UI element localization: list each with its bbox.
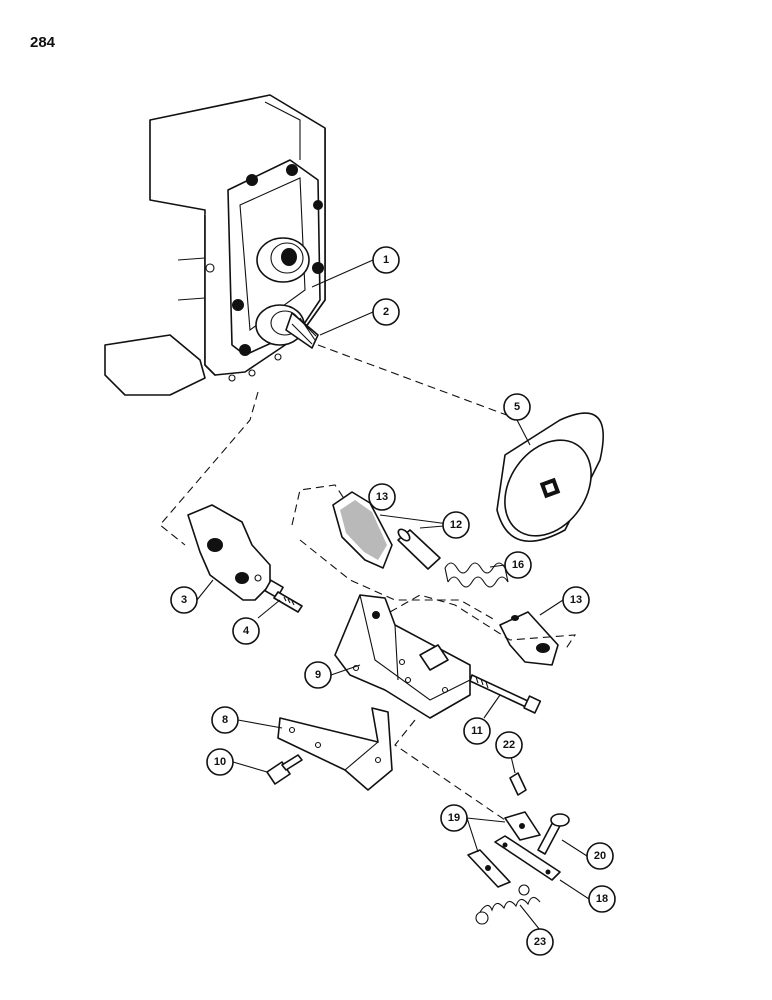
svg-text:1: 1 <box>383 254 389 266</box>
svg-text:4: 4 <box>243 625 250 637</box>
svg-text:3: 3 <box>181 594 187 606</box>
plate-19-lower <box>467 849 511 888</box>
svg-text:22: 22 <box>503 739 515 751</box>
callout-5: 5 <box>503 393 531 421</box>
svg-text:10: 10 <box>214 756 226 768</box>
svg-text:23: 23 <box>534 936 546 948</box>
angle-bracket <box>277 707 393 791</box>
brake-shoe-lower <box>499 611 559 666</box>
brake-shoe-upper <box>332 491 393 569</box>
plate-18 <box>494 835 561 881</box>
svg-text:12: 12 <box>450 519 462 531</box>
callout-20: 20 <box>586 842 614 870</box>
mounting-bracket <box>187 504 271 601</box>
brake-disc <box>496 412 604 542</box>
bolt-10 <box>266 754 303 785</box>
callout-23: 23 <box>526 928 554 956</box>
callout-13-lower: 13 <box>562 586 590 614</box>
long-bolt <box>469 674 542 714</box>
callout-12: 12 <box>442 511 470 539</box>
callout-1: 1 <box>372 246 400 274</box>
callout-4: 4 <box>232 617 260 645</box>
svg-text:11: 11 <box>471 725 483 737</box>
plate-19-upper <box>504 811 541 841</box>
pin <box>397 528 441 570</box>
assembly-lines <box>159 344 577 821</box>
callout-9: 9 <box>304 661 332 689</box>
callout-13-upper: 13 <box>368 483 396 511</box>
callout-2: 2 <box>372 298 400 326</box>
svg-text:18: 18 <box>596 893 608 905</box>
svg-text:9: 9 <box>315 669 321 681</box>
screw-20 <box>537 813 570 855</box>
callout-8: 8 <box>211 706 239 734</box>
svg-text:20: 20 <box>594 850 606 862</box>
page-number: 284 <box>30 34 56 51</box>
svg-text:16: 16 <box>512 559 524 571</box>
svg-text:13: 13 <box>376 491 388 503</box>
svg-text:2: 2 <box>383 306 389 318</box>
svg-text:5: 5 <box>514 401 520 413</box>
callout-16: 16 <box>504 551 532 579</box>
callout-3: 3 <box>170 586 198 614</box>
callout-19: 19 <box>440 804 468 832</box>
callouts: 1 2 3 4 5 8 9 10 <box>170 246 616 956</box>
svg-text:13: 13 <box>570 594 582 606</box>
callout-10: 10 <box>206 748 234 776</box>
compression-spring <box>444 562 509 588</box>
small-pin-22 <box>509 772 527 796</box>
support-bracket <box>334 594 471 719</box>
svg-text:19: 19 <box>448 812 460 824</box>
callout-22: 22 <box>495 731 523 759</box>
svg-text:8: 8 <box>222 714 228 726</box>
callout-18: 18 <box>588 885 616 913</box>
tension-spring <box>475 884 541 925</box>
callout-11: 11 <box>463 717 491 745</box>
transmission-housing <box>104 94 326 396</box>
bolt-4 <box>264 579 303 613</box>
